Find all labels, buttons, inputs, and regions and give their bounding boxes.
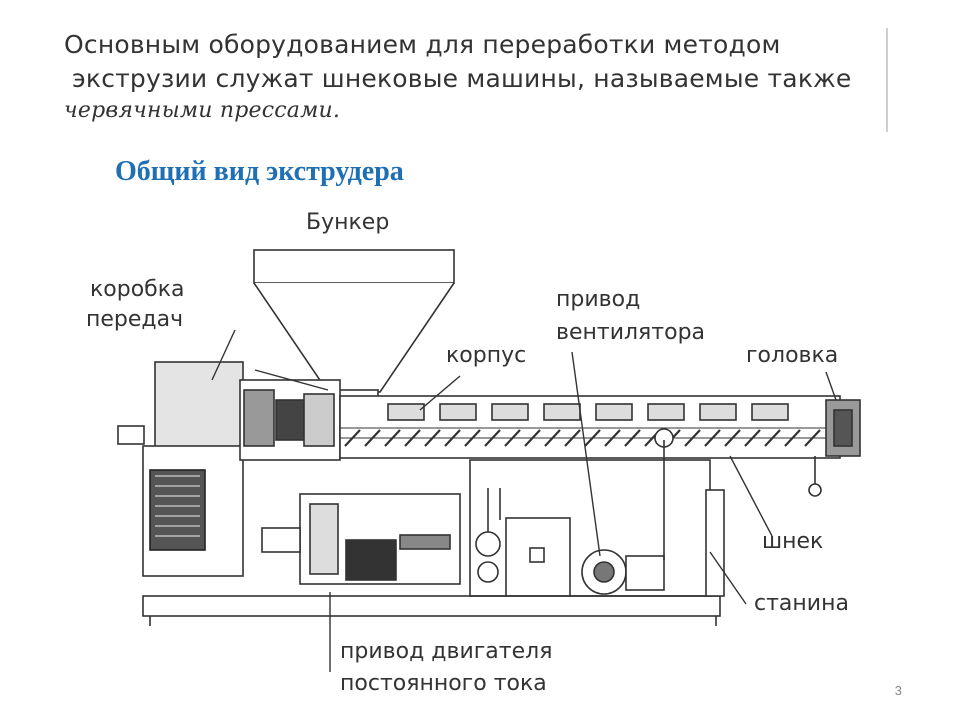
coupling-drawing	[239, 379, 341, 461]
label-fan-drive-2: вентилятора	[556, 320, 705, 345]
gearbox-drawing	[117, 361, 244, 577]
motor-drawing	[261, 493, 461, 585]
label-motor-drive-2: постоянного тока	[340, 671, 547, 696]
label-motor-drive-1: привод двигателя	[340, 639, 552, 664]
intro-line-2: экструзии служат шнековые машины, называ…	[72, 64, 852, 93]
label-gearbox-2: передач	[86, 307, 183, 332]
slide-title: Общий вид экструдера	[115, 156, 404, 187]
frame-drawing	[142, 459, 725, 626]
label-screw: шнек	[762, 529, 823, 554]
page-number: 3	[894, 683, 902, 698]
fan-drive-drawing	[581, 440, 665, 595]
barrel-drawing	[339, 395, 841, 459]
label-head: головка	[746, 343, 838, 368]
leader-lines	[211, 329, 837, 672]
intro-line-3: червячными прессами.	[64, 98, 341, 123]
pump-drawing	[475, 488, 571, 599]
label-fan-drive-1: привод	[556, 287, 640, 312]
label-housing: корпус	[446, 343, 526, 368]
intro-line-1: Основным оборудованием для переработки м…	[64, 30, 781, 59]
label-gearbox-1: коробка	[90, 277, 185, 302]
scan-edge-divider	[886, 28, 888, 132]
label-frame: станина	[754, 591, 849, 616]
label-hopper: Бункер	[306, 210, 389, 235]
head-drawing	[808, 399, 861, 497]
hopper-drawing	[253, 249, 455, 407]
